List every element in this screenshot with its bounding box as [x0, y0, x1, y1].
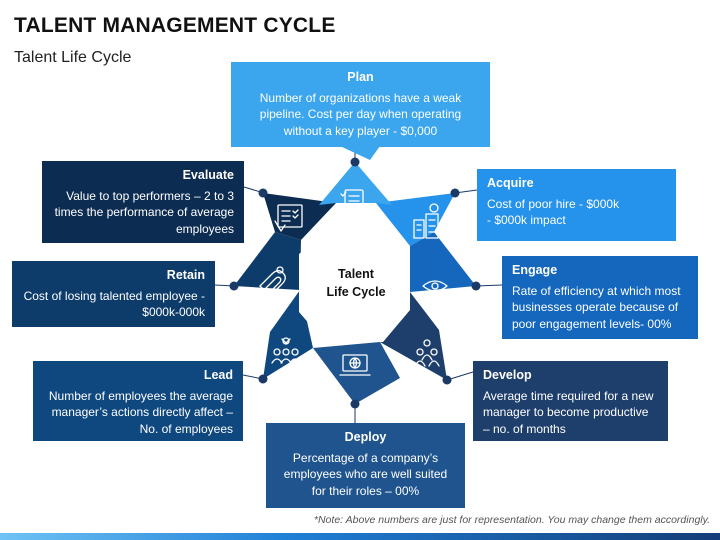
- stage-box-evaluate: Evaluate Value to top performers – 2 to …: [42, 161, 244, 243]
- center-label: Talent Life Cycle: [312, 265, 400, 301]
- buildings-money-icon: [413, 203, 439, 239]
- stage-title-evaluate: Evaluate: [182, 168, 234, 182]
- dot-lead: [258, 374, 268, 384]
- laptop-globe-icon: [339, 354, 371, 376]
- segment-plan: [319, 162, 392, 205]
- stage-title-plan: Plan: [347, 70, 374, 84]
- stage-text-lead: Number of employees the average manager’…: [48, 388, 233, 436]
- dot-evaluate: [258, 188, 268, 198]
- stage-title-acquire: Acquire: [487, 176, 534, 190]
- stage-title-retain: Retain: [166, 268, 205, 282]
- people-growth-icon: [414, 339, 440, 367]
- center-label-line2: Life Cycle: [326, 285, 386, 299]
- document-checklist-icon: [340, 189, 364, 213]
- bottom-accent-bar: [0, 533, 720, 540]
- stage-title-lead: Lead: [203, 368, 233, 382]
- stage-text-deploy: Percentage of a company’s employees who …: [283, 450, 448, 498]
- dot-acquire: [450, 188, 460, 198]
- scorecard-icon: [274, 204, 303, 232]
- segment-deploy: [313, 342, 400, 404]
- plan-pointer: [340, 146, 380, 160]
- stage-text-evaluate: Value to top performers – 2 to 3 times t…: [54, 188, 234, 236]
- stage-box-plan: Plan Number of organizations have a weak…: [231, 62, 490, 147]
- page-subtitle: Talent Life Cycle: [14, 49, 132, 66]
- eye-team-icon: [422, 280, 448, 304]
- center-label-line1: Talent: [338, 267, 374, 281]
- stage-box-deploy: Deploy Percentage of a company’s employe…: [266, 423, 465, 508]
- team-leader-icon: [271, 337, 301, 364]
- dot-develop: [442, 375, 452, 385]
- stage-text-retain: Cost of losing talented employee - $000k…: [23, 288, 205, 320]
- dot-retain: [229, 281, 239, 291]
- stage-box-acquire: Acquire Cost of poor hire - $000k - $000…: [477, 169, 676, 241]
- footnote: *Note: Above numbers are just for repres…: [313, 514, 710, 526]
- stage-text-acquire: Cost of poor hire - $000k - $000k impact: [487, 196, 620, 228]
- stage-box-develop: Develop Average time required for a new …: [473, 361, 668, 441]
- stage-box-engage: Engage Rate of efficiency at which most …: [502, 256, 698, 339]
- stage-title-develop: Develop: [483, 368, 532, 382]
- center-octagon: [299, 230, 410, 342]
- stage-title-deploy: Deploy: [344, 430, 387, 444]
- stage-text-develop: Average time required for a new manager …: [483, 388, 654, 436]
- stage-box-retain: Retain Cost of losing talented employee …: [12, 261, 215, 327]
- dot-plan: [350, 157, 360, 167]
- stage-text-plan: Number of organizations have a weak pipe…: [259, 90, 462, 138]
- segment-engage: [410, 232, 476, 292]
- magnet-person-icon: [259, 266, 286, 297]
- dot-engage: [471, 281, 481, 291]
- connector-dots: [229, 157, 481, 409]
- stage-box-lead: Lead Number of employees the average man…: [33, 361, 243, 441]
- dot-deploy: [350, 399, 360, 409]
- page-title: TALENT MANAGEMENT CYCLE: [14, 14, 336, 37]
- stage-text-engage: Rate of efficiency at which most busines…: [512, 283, 681, 331]
- segment-retain: [234, 232, 301, 290]
- stage-title-engage: Engage: [512, 263, 558, 277]
